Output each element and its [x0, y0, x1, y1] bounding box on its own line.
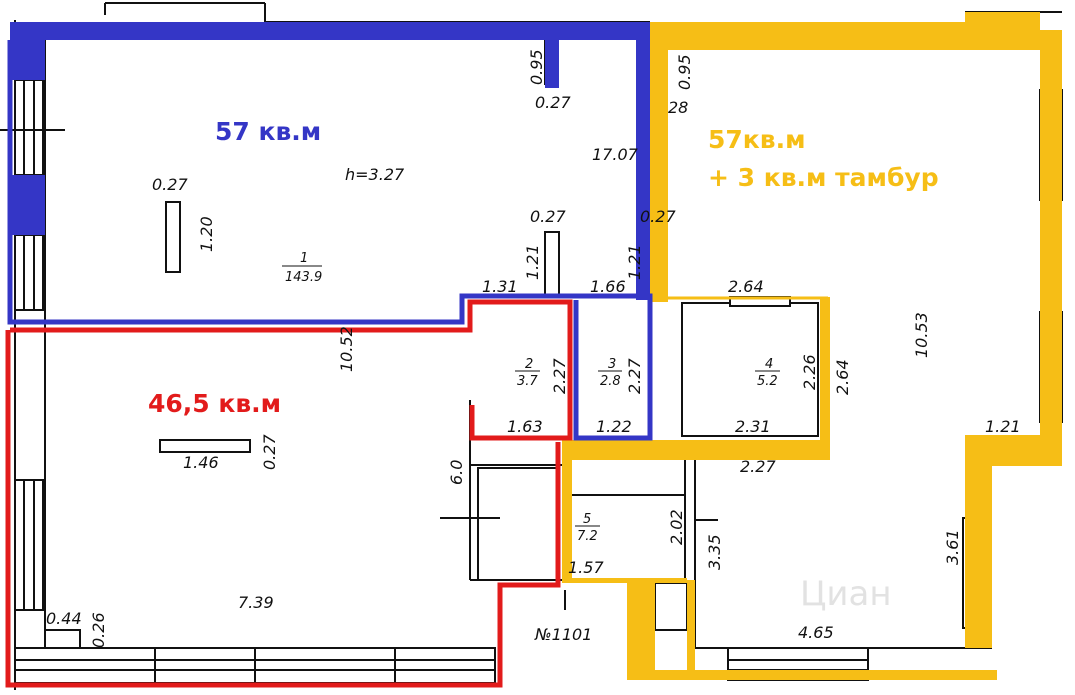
room-2-number: 2: [525, 357, 533, 372]
dim-1-31: 1.31: [482, 277, 518, 296]
dim-7-39: 7.39: [238, 593, 274, 612]
red-zone: [5, 299, 573, 688]
dim-1-21-a: 1.21: [523, 244, 542, 280]
room-2-area: 3.7: [517, 374, 538, 389]
walls: [0, 2, 1063, 690]
room-3-number: 3: [608, 357, 616, 372]
ceiling-height-label: h=3.27: [345, 165, 405, 184]
dim-2-02: 2.02: [667, 509, 686, 545]
dim-2-27-b: 2.27: [625, 358, 644, 394]
dim-1-57: 1.57: [568, 558, 604, 577]
dim-2-27-c: 2.27: [740, 457, 776, 476]
yellow-zone-vestibule-label: + 3 кв.м тамбур: [708, 163, 939, 192]
dim-1-46: 1.46: [183, 453, 219, 472]
dim-1-66: 1.66: [590, 277, 626, 296]
room-4-area: 5.2: [757, 374, 778, 389]
dim-1-63: 1.63: [507, 417, 543, 436]
dim-0-95-b: 0.95: [675, 54, 694, 90]
dim-2-31: 2.31: [735, 417, 771, 436]
room-3-area: 2.8: [600, 374, 621, 389]
dim-10-53: 10.53: [912, 312, 931, 358]
room-1-area: 143.9: [285, 270, 322, 285]
room-5-area: 7.2: [577, 529, 598, 544]
dim-0-27-b: 0.27: [152, 175, 188, 194]
dim-0-27-d: 0.27: [640, 207, 676, 226]
dim-2-64-b: 2.64: [833, 359, 852, 395]
dim-17-07: 17.07: [592, 145, 639, 164]
blue-zone: [7, 22, 653, 441]
dimension-labels: 0.95 0.27 0.95 28 17.07 0.27 1.20 0.27 0…: [46, 49, 1021, 648]
blue-zone-area-label: 57 кв.м: [215, 117, 321, 146]
apartment-number: №1101: [534, 625, 592, 644]
yellow-zone: [562, 12, 1062, 680]
dim-4-65: 4.65: [798, 623, 834, 642]
dim-10-52: 10.52: [337, 326, 356, 372]
dim-0-27-e: 0.27: [260, 434, 279, 470]
watermark: Циан: [800, 574, 892, 614]
dim-2-26: 2.26: [800, 354, 819, 390]
dim-3-61: 3.61: [943, 529, 962, 565]
dim-1-21-b: 1.21: [625, 244, 644, 280]
room-5-number: 5: [583, 512, 591, 527]
dim-1-21-c: 1.21: [985, 417, 1021, 436]
room-4-number: 4: [765, 357, 773, 372]
red-zone-area-label: 46,5 кв.м: [148, 389, 281, 418]
dim-1-22: 1.22: [596, 417, 632, 436]
dim-0-95-a: 0.95: [527, 49, 546, 85]
dim-0-27-a: 0.27: [535, 93, 571, 112]
dim-2-64-a: 2.64: [728, 277, 764, 296]
room-1-number: 1: [300, 251, 308, 266]
dim-6-0: 6.0: [447, 460, 466, 485]
dim-0-27-c: 0.27: [530, 207, 566, 226]
yellow-zone-area-label: 57кв.м: [708, 125, 806, 154]
dim-0-26: 0.26: [89, 612, 108, 648]
dim-2-27-a: 2.27: [550, 358, 569, 394]
dim-28: 28: [668, 98, 688, 117]
dim-1-20: 1.20: [197, 216, 216, 252]
dim-0-44: 0.44: [46, 609, 82, 628]
dim-3-35: 3.35: [705, 534, 724, 570]
